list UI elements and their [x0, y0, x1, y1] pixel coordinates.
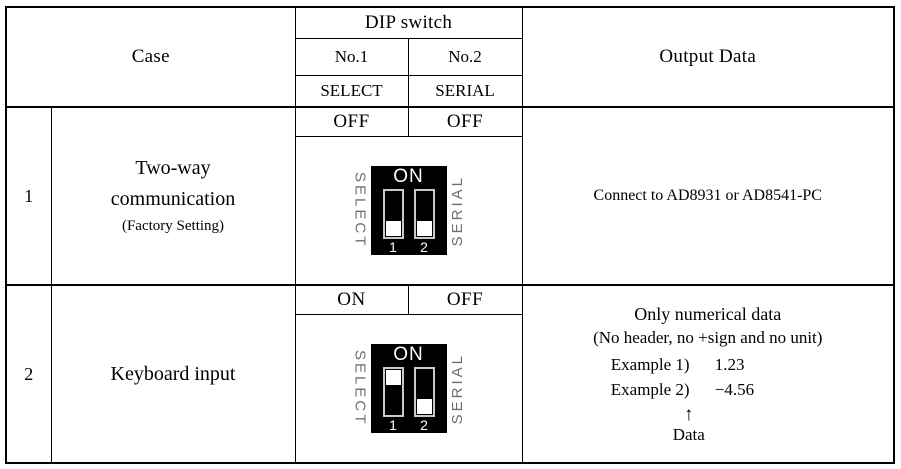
- case-number-2: 2: [5, 284, 52, 464]
- case2-no1-state: ON: [294, 284, 409, 315]
- dip-slots-2: [371, 367, 447, 417]
- case-description-1: Two-way communication (Factory Setting): [50, 106, 296, 286]
- example-1-label: Example 1): [610, 355, 690, 375]
- example-2-label: Example 2): [610, 380, 690, 400]
- dip-switch-body-1: ON 1 2: [370, 166, 447, 255]
- table-row-case2-states: 2 Keyboard input ON OFF Only numerical d…: [5, 284, 895, 464]
- arrow-caption-data: Data: [672, 424, 705, 444]
- case2-output-data: Only numerical data (No header, no +sign…: [521, 284, 895, 464]
- dip-slot-2-1[interactable]: [382, 367, 404, 417]
- example-row-1: Example 1) 1.23: [611, 353, 805, 378]
- header-row-switch-numbers: No.1 No.2: [6, 38, 894, 76]
- dip-on-label-2: ON: [393, 344, 424, 365]
- dip-number-1-1: 1: [389, 239, 397, 255]
- case1-no1-state: OFF: [294, 106, 409, 137]
- example-row-2: Example 2) −4.56: [611, 378, 805, 403]
- case2-no2-state: OFF: [407, 284, 523, 315]
- example-1-value: 1.23: [714, 355, 745, 375]
- case2-output-block: Only numerical data (No header, no +sign…: [523, 296, 894, 452]
- output-examples: Example 1) 1.23 Example 2) −4.56 ↑ Data: [611, 353, 805, 445]
- dip-on-label-1: ON: [393, 166, 424, 187]
- output-line-2: (No header, no +sign and no unit): [593, 327, 823, 347]
- header-cell-no2: No.2: [407, 38, 523, 76]
- case-number-1: 1: [5, 106, 52, 286]
- dip-numbers-1: 1 2: [371, 239, 447, 255]
- case-title-line1: Two-way: [135, 157, 211, 180]
- dip-numbers-2: 1 2: [371, 417, 447, 433]
- dip-slots-1: [371, 189, 447, 239]
- case-description-2: Keyboard input: [50, 284, 296, 464]
- case-subtitle: (Factory Setting): [121, 218, 225, 235]
- dip-number-1-2: 2: [420, 239, 428, 255]
- header-cell-case: Case: [5, 6, 296, 108]
- dip-left-label-select-1: SELECT: [351, 172, 369, 249]
- dip-left-label-select-2: SELECT: [351, 350, 369, 427]
- header-row-dip-switch: Case DIP switch Output Data: [5, 6, 895, 108]
- case-title-line2: communication: [110, 188, 236, 211]
- case1-output-data: Connect to AD8931 or AD8541-PC: [521, 106, 895, 286]
- case2-dip-switch-cell: SELECT ON: [294, 314, 523, 464]
- header-cell-serial: SERIAL: [407, 75, 523, 108]
- header-cell-select: SELECT: [294, 75, 409, 108]
- header-cell-dip-switch: DIP switch: [294, 6, 523, 39]
- dip-right-label-serial-1: SERIAL: [448, 174, 466, 247]
- example-2-value: −4.56: [714, 380, 755, 400]
- dip-switch-graphic-case2: SELECT ON: [296, 315, 522, 462]
- dip-slot-2-2[interactable]: [413, 367, 435, 417]
- dip-slider-1-2[interactable]: [416, 221, 432, 236]
- dip-right-label-serial-2: SERIAL: [448, 352, 466, 425]
- table-row-case1-switch: SELECT ON: [6, 136, 894, 286]
- up-arrow-icon: ↑: [684, 403, 694, 425]
- dip-switch-body-2: ON 1 2: [370, 344, 447, 433]
- dip-slot-1-2[interactable]: [413, 189, 435, 239]
- output-line-1: Only numerical data: [634, 304, 782, 325]
- header-cell-output-data: Output Data: [521, 6, 895, 108]
- dip-switch-settings-table: Case DIP switch Output Data No.1 No.2 SE…: [5, 6, 896, 464]
- dip-slider-2-2[interactable]: [416, 399, 432, 414]
- dip-slider-2-1[interactable]: [385, 370, 401, 385]
- dip-slider-1-1[interactable]: [385, 221, 401, 236]
- table-row-case2-switch: SELECT ON: [6, 314, 894, 464]
- dip-number-2-1: 1: [389, 417, 397, 433]
- dip-number-2-2: 2: [420, 417, 428, 433]
- case1-no2-state: OFF: [407, 106, 523, 137]
- dip-slot-1-1[interactable]: [382, 189, 404, 239]
- header-cell-no1: No.1: [294, 38, 409, 76]
- case-title-line1-2: Keyboard input: [110, 362, 236, 385]
- table-row-case1-states: 1 Two-way communication (Factory Setting…: [5, 106, 895, 286]
- case1-dip-switch-cell: SELECT ON: [294, 136, 523, 286]
- dip-switch-graphic-case1: SELECT ON: [296, 137, 522, 284]
